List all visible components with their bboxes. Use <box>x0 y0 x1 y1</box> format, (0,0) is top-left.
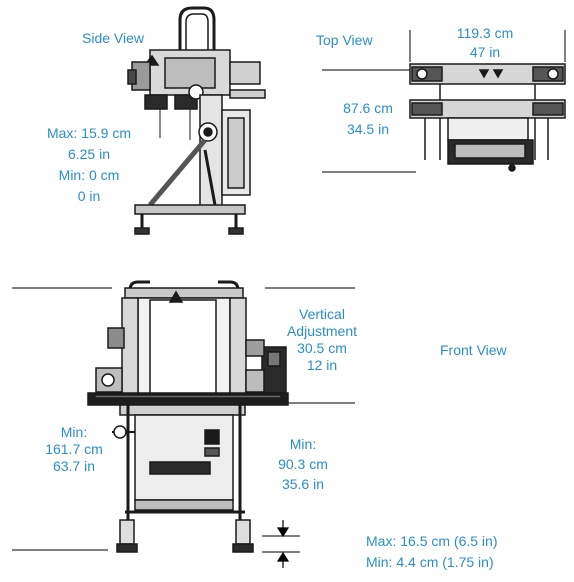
side-view-machine <box>127 6 266 235</box>
top-view-width-in: 47 in <box>469 44 501 60</box>
vertical-in: 12 in <box>306 357 338 373</box>
min-right-label: Min: <box>289 436 317 452</box>
min-left-in: 63.7 in <box>52 458 96 474</box>
min-height-left-label: Min: 161.7 cm 63.7 in <box>38 424 110 475</box>
top-view-machine <box>409 63 566 172</box>
top-view-title: Top View <box>316 32 373 48</box>
side-view-min-cm: Min: 0 cm <box>58 167 120 183</box>
vertical-line1: Vertical <box>299 306 345 322</box>
top-view-depth-cm: 87.6 cm <box>343 100 393 116</box>
vertical-line2: Adjustment <box>286 323 358 339</box>
vertical-cm: 30.5 cm <box>297 340 347 356</box>
min-right-cm: 90.3 cm <box>278 456 328 472</box>
side-view-height-label: Max: 15.9 cm 6.25 in Min: 0 cm 0 in <box>44 125 134 205</box>
min-right-in: 35.6 in <box>281 476 325 492</box>
min-left-cm: 161.7 cm <box>45 441 103 457</box>
side-view-title: Side View <box>82 30 145 46</box>
min-height-right-label: Min: 90.3 cm 35.6 in <box>268 436 338 493</box>
top-view-depth-in: 34.5 in <box>346 121 390 137</box>
foot-min: Min: 4.4 cm (1.75 in) <box>366 554 494 570</box>
min-left-label: Min: <box>60 424 88 440</box>
front-view-title: Front View <box>440 342 507 358</box>
top-view-width-cm: 119.3 cm <box>456 25 514 41</box>
top-view-depth-label: 87.6 cm 34.5 in <box>335 100 401 138</box>
vertical-adjustment-label: Vertical Adjustment 30.5 cm 12 in <box>280 306 364 374</box>
front-view-machine <box>87 280 289 553</box>
top-view-dimension-lines <box>322 30 566 173</box>
front-view-arrows <box>276 520 290 568</box>
foot-adjustment-label: Max: 16.5 cm (6.5 in) Min: 4.4 cm (1.75 … <box>366 533 498 571</box>
top-view-width-label: 119.3 cm 47 in <box>450 25 520 61</box>
side-view-max-in: 6.25 in <box>67 146 111 162</box>
foot-max: Max: 16.5 cm (6.5 in) <box>366 533 498 549</box>
side-view-max-cm: Max: 15.9 cm <box>46 125 132 141</box>
side-view-min-in: 0 in <box>77 188 101 204</box>
